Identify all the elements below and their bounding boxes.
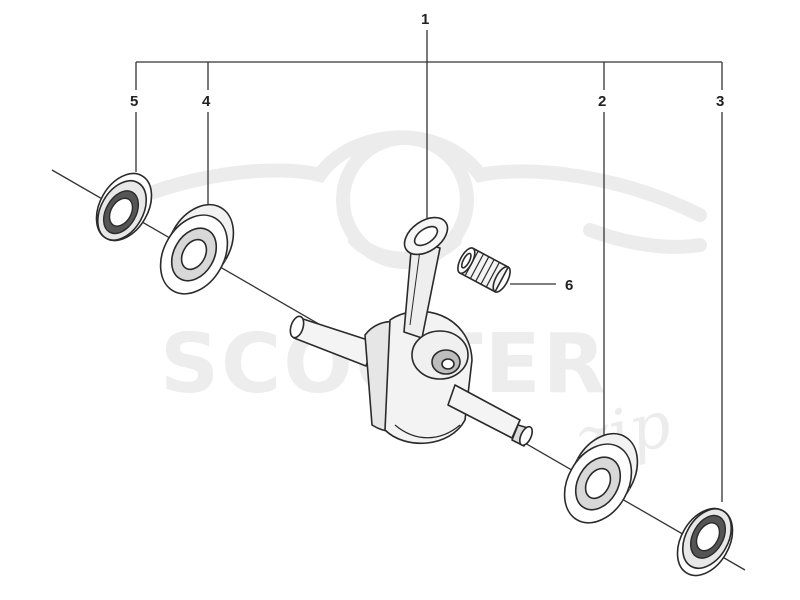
callout-6: 6 [565,277,573,294]
callout-4: 4 [202,93,211,110]
needle-bearing [457,247,511,293]
callout-2: 2 [598,93,606,110]
callout-1: 1 [421,11,429,28]
oil-seal-left [95,172,153,242]
callout-numbers: 1 5 4 2 3 6 [130,11,724,294]
oil-seal-right [676,507,734,577]
crankshaft-left-stub [289,315,375,367]
callout-5: 5 [130,93,138,110]
ball-bearing-left [159,203,235,295]
watermark-scooter-emblem [113,130,707,269]
crankshaft-assembly [364,216,473,445]
crankshaft-right-shaft [447,384,533,447]
callout-3: 3 [716,93,724,110]
ball-bearing-right [563,432,639,524]
leader-lines [135,30,723,502]
